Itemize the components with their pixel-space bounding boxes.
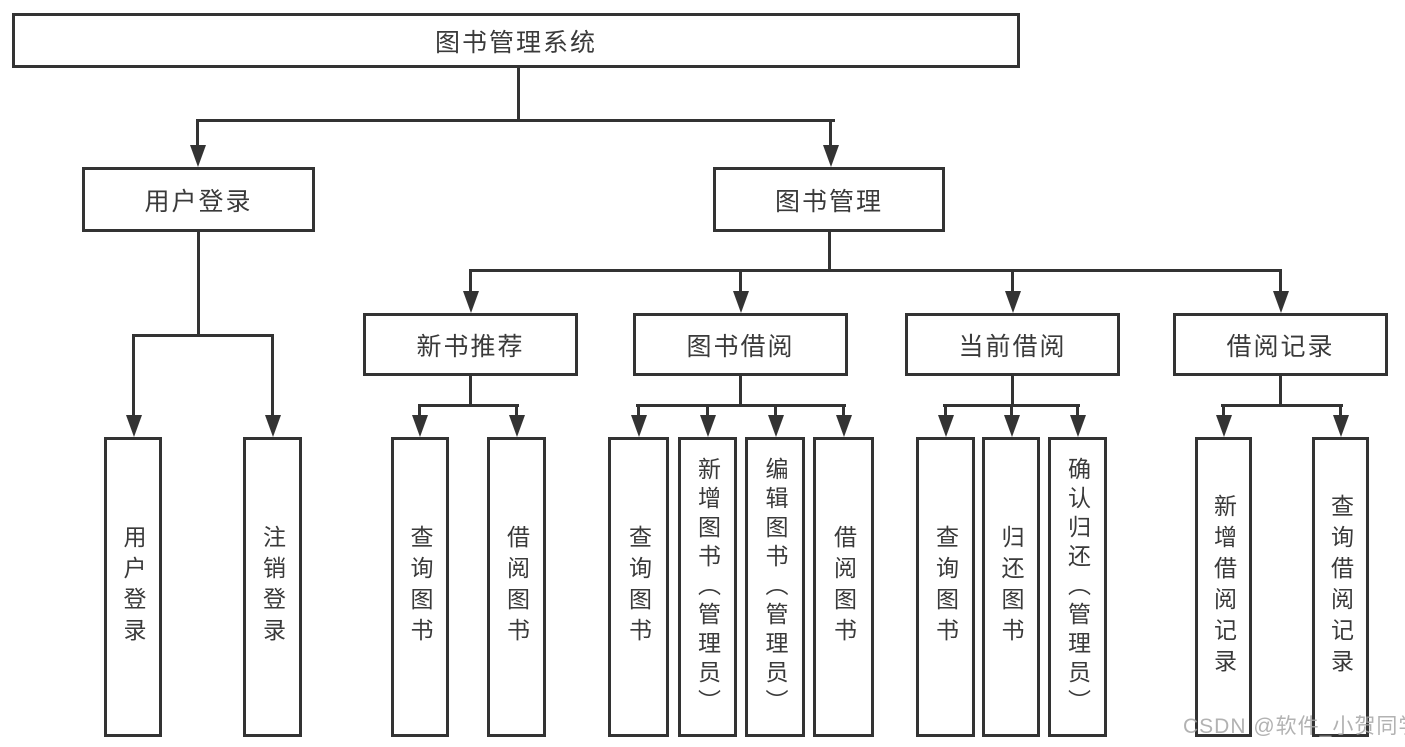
leaf-current-query: 查询图书 xyxy=(916,437,975,737)
leaf-logout: 注销登录 xyxy=(243,437,302,737)
connector-line xyxy=(944,404,947,418)
node-book-borrow: 图书借阅 xyxy=(633,313,848,376)
connector-line xyxy=(1339,404,1342,418)
arrow-down-icon xyxy=(1333,415,1349,437)
connector-line xyxy=(1076,404,1079,418)
arrow-down-icon xyxy=(733,291,749,313)
arrow-down-icon xyxy=(700,415,716,437)
arrow-down-icon xyxy=(938,415,954,437)
connector-line xyxy=(637,404,640,418)
connector-line xyxy=(1010,404,1013,418)
connector-line xyxy=(132,334,135,418)
leaf-user-login: 用户登录 xyxy=(104,437,162,737)
connector-line xyxy=(739,269,742,293)
csdn-watermark: CSDN @软件_小贺同学 xyxy=(1183,715,1405,738)
leaf-record-query: 查询借阅记录 xyxy=(1312,437,1369,737)
connector-line xyxy=(469,269,1282,272)
arrow-down-icon xyxy=(768,415,784,437)
arrow-down-icon xyxy=(1005,291,1021,313)
arrow-down-icon xyxy=(631,415,647,437)
connector-line xyxy=(739,374,742,407)
connector-line xyxy=(706,404,709,418)
connector-line xyxy=(1221,404,1343,407)
node-root: 图书管理系统 xyxy=(12,13,1020,68)
arrow-down-icon xyxy=(823,145,839,167)
connector-line xyxy=(517,67,520,121)
arrow-down-icon xyxy=(1070,415,1086,437)
arrow-down-icon xyxy=(265,415,281,437)
connector-line xyxy=(469,269,472,293)
connector-line xyxy=(132,334,274,337)
leaf-newbook-query: 查询图书 xyxy=(391,437,449,737)
leaf-borrow-edit-book: 编辑图书（管理员） xyxy=(745,437,805,737)
connector-line xyxy=(1011,269,1014,293)
arrow-down-icon xyxy=(1273,291,1289,313)
leaf-current-return: 归还图书 xyxy=(982,437,1040,737)
connector-line xyxy=(1222,404,1225,418)
arrow-down-icon xyxy=(836,415,852,437)
leaf-record-add: 新增借阅记录 xyxy=(1195,437,1252,737)
node-book-management: 图书管理 xyxy=(713,167,945,232)
node-user-login: 用户登录 xyxy=(82,167,315,232)
arrow-down-icon xyxy=(463,291,479,313)
node-new-book-recommend: 新书推荐 xyxy=(363,313,578,376)
connector-line xyxy=(515,404,518,418)
leaf-borrow-query: 查询图书 xyxy=(608,437,669,737)
leaf-borrow-borrow-book: 借阅图书 xyxy=(813,437,874,737)
arrow-down-icon xyxy=(509,415,525,437)
connector-line xyxy=(418,404,421,418)
arrow-down-icon xyxy=(412,415,428,437)
leaf-borrow-add-book: 新增图书（管理员） xyxy=(678,437,737,737)
arrow-down-icon xyxy=(1216,415,1232,437)
connector-line xyxy=(842,404,845,418)
arrow-down-icon xyxy=(1004,415,1020,437)
connector-line xyxy=(197,232,200,336)
connector-line xyxy=(196,119,835,122)
connector-line xyxy=(774,404,777,418)
connector-line xyxy=(1279,374,1282,407)
connector-line xyxy=(1011,374,1014,407)
connector-line xyxy=(828,232,831,272)
connector-line xyxy=(829,119,832,149)
connector-line xyxy=(418,404,519,407)
connector-line xyxy=(271,334,274,418)
connector-line xyxy=(1279,269,1282,293)
leaf-current-confirm-return: 确认归还（管理员） xyxy=(1048,437,1107,737)
node-current-borrow: 当前借阅 xyxy=(905,313,1120,376)
arrow-down-icon xyxy=(126,415,142,437)
connector-line xyxy=(636,404,846,407)
leaf-newbook-borrow: 借阅图书 xyxy=(487,437,546,737)
node-borrow-record: 借阅记录 xyxy=(1173,313,1388,376)
connector-line xyxy=(196,119,199,149)
arrow-down-icon xyxy=(190,145,206,167)
connector-line xyxy=(469,374,472,407)
